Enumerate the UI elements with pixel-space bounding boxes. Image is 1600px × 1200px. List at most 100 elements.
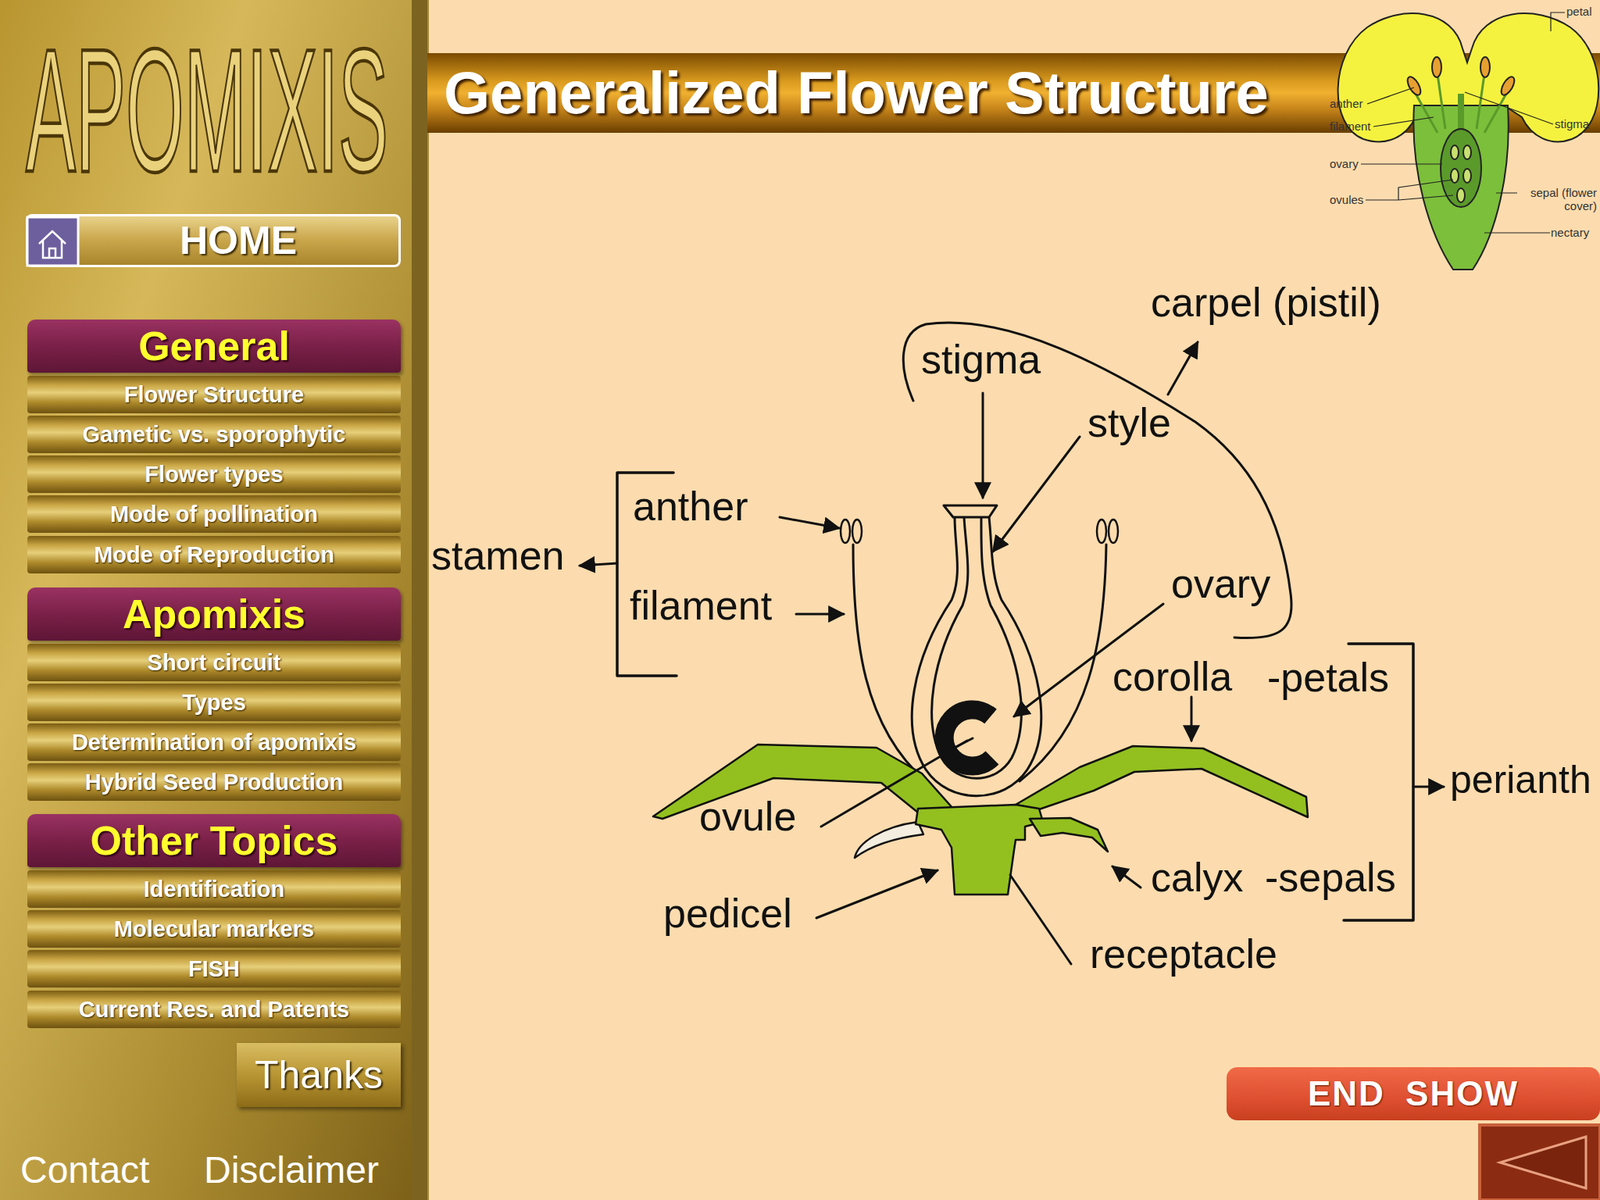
section-header: Apomixis xyxy=(27,587,401,641)
sepal-shape xyxy=(854,821,924,858)
leader-arrow xyxy=(579,563,618,566)
thanks-button: Thanks xyxy=(236,1042,401,1108)
home-icon xyxy=(39,231,66,258)
button-label: Mode of pollination xyxy=(110,501,318,528)
menu-item: Short circuit xyxy=(27,643,401,682)
section-header: Other Topics xyxy=(27,814,401,868)
button-label: END SHOW xyxy=(1307,1074,1519,1114)
part-label: -petals xyxy=(1267,654,1390,702)
petal-shape xyxy=(653,744,954,819)
button-label: Flower types xyxy=(144,461,283,488)
thumbnail-anther xyxy=(1498,75,1517,98)
thumbnail-sepal xyxy=(1413,105,1508,270)
menu-item: Current Res. and Patents xyxy=(27,990,401,1029)
menu-item: Identification xyxy=(27,870,401,908)
part-label: ovary xyxy=(1171,560,1271,608)
leader-arrow xyxy=(796,613,844,616)
anther-shape xyxy=(1096,519,1107,543)
button-label: Thanks xyxy=(254,1052,383,1098)
slide-title: Generalized Flower Structure xyxy=(443,60,1269,126)
part-label: filament xyxy=(629,582,772,630)
part-label: anther xyxy=(632,483,748,531)
part-label: stigma xyxy=(921,336,1041,384)
stigma-shape xyxy=(943,505,997,518)
thumbnail-filament xyxy=(1415,74,1507,133)
menu-item: Determination of apomixis xyxy=(27,723,401,761)
petal-shape xyxy=(1015,746,1308,818)
leader-arrow xyxy=(816,870,938,918)
thumbnail-ovule xyxy=(1457,188,1465,203)
sepal-shape xyxy=(1029,817,1108,852)
sidebar-panel xyxy=(0,0,414,1200)
menu-item: Flower types xyxy=(27,455,401,493)
button-label: Current Res. and Patents xyxy=(78,996,350,1023)
leader-arrow xyxy=(992,436,1080,552)
home-button: HOME xyxy=(25,214,401,268)
end-show-button: END SHOW xyxy=(1226,1067,1600,1121)
part-label: ovary xyxy=(1329,157,1359,171)
button-label: Types xyxy=(182,689,247,716)
footer-link: Disclaimer xyxy=(203,1148,379,1192)
button-label: Apomixis xyxy=(122,590,306,638)
menu-item: Mode of pollination xyxy=(27,495,401,533)
part-label: anther xyxy=(1329,96,1364,111)
part-label: sepal (flower cover) xyxy=(1518,185,1597,214)
menu-item: FISH xyxy=(27,950,401,988)
thumbnail-anther xyxy=(1480,57,1490,78)
button-label: HOME xyxy=(179,217,297,264)
receptacle-shape xyxy=(915,804,1043,895)
menu-item: Hybrid Seed Production xyxy=(27,763,401,801)
leader-arrow xyxy=(1190,696,1193,741)
thumbnail-anther xyxy=(1432,57,1442,78)
leader-arrow xyxy=(982,392,985,498)
leader-arrow xyxy=(779,517,840,529)
button-label: Short circuit xyxy=(147,650,282,676)
leader-line xyxy=(821,740,968,827)
ovule-shape xyxy=(944,709,993,766)
part-label: carpel (pistil) xyxy=(1150,279,1382,327)
home-icon xyxy=(27,217,79,266)
leader-arrow xyxy=(1413,785,1444,789)
part-label: corolla xyxy=(1112,653,1233,701)
part-label: stigma xyxy=(1554,117,1590,131)
footer-link: Contact xyxy=(20,1148,150,1192)
part-label: -sepals xyxy=(1264,854,1397,902)
part-label: ovule xyxy=(699,793,797,841)
thumbnail-ovary xyxy=(1440,128,1482,208)
part-label: ovules xyxy=(1329,192,1364,207)
button-label: Hybrid Seed Production xyxy=(85,769,343,796)
thumbnail-ovule xyxy=(1450,168,1459,183)
part-label: style xyxy=(1087,400,1172,447)
back-arrow xyxy=(1500,1136,1586,1189)
leader-arrow xyxy=(1112,866,1141,888)
part-label: pedicel xyxy=(663,890,793,938)
button-label: Gametic vs. sporophytic xyxy=(82,421,347,448)
back-button xyxy=(1479,1125,1600,1200)
button-label: Molecular markers xyxy=(114,916,315,943)
menu-item: Gametic vs. sporophytic xyxy=(27,415,401,454)
button-label: Other Topics xyxy=(90,817,339,865)
part-label: petal xyxy=(1566,4,1593,18)
button-label: FISH xyxy=(188,956,240,983)
thumbnail-leader xyxy=(1360,12,1565,233)
thumbnail-ovule xyxy=(1450,145,1459,160)
thumbnail-anther xyxy=(1404,75,1423,98)
menu-item: Mode of Reproduction xyxy=(27,535,401,574)
leader-line xyxy=(1010,875,1072,965)
part-label: nectary xyxy=(1550,225,1590,240)
button-label: Mode of Reproduction xyxy=(93,542,335,568)
sidebar-edge xyxy=(411,0,428,1200)
thumbnail-ovule xyxy=(1463,168,1472,183)
part-label: receptacle xyxy=(1089,931,1278,979)
part-label: filament xyxy=(1329,119,1372,133)
anther-shape xyxy=(840,519,850,543)
thumbnail-style xyxy=(1457,93,1465,129)
leader-arrow xyxy=(1167,342,1198,395)
anther-shape xyxy=(1108,519,1118,543)
button-label: Flower Structure xyxy=(124,382,304,408)
section-header: General xyxy=(27,319,401,373)
logo-text: APOMIXIS xyxy=(25,21,389,198)
button-label: Determination of apomixis xyxy=(71,729,357,756)
pistil-inner xyxy=(932,517,1022,779)
anther-shape xyxy=(852,519,862,543)
